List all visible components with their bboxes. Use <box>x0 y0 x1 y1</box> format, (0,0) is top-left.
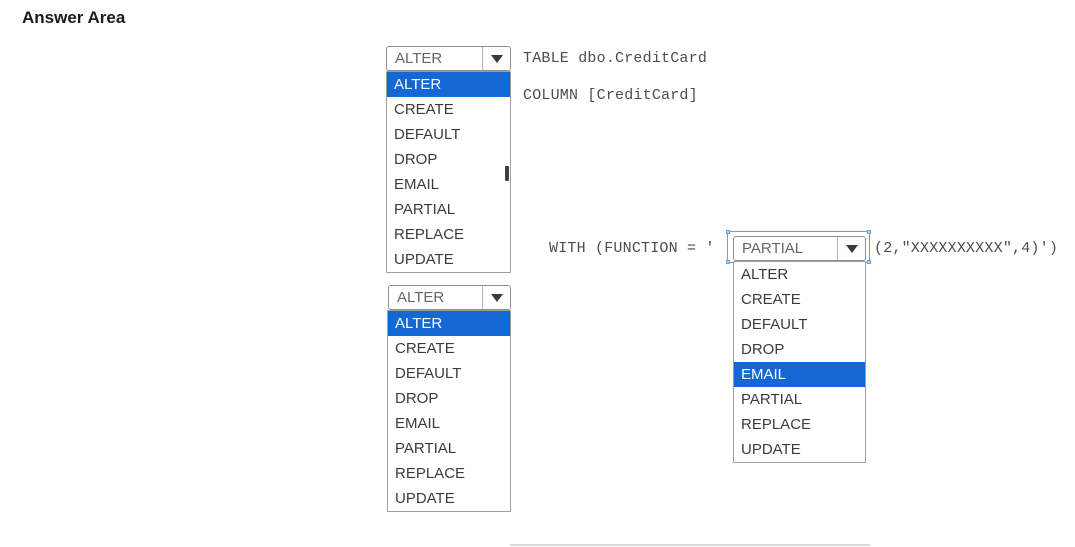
statement-dropdown-list: ALTER CREATE DEFAULT DROP EMAIL PARTIAL REPLAC… <box>386 71 511 273</box>
dropdown-option-default[interactable]: DEFAULT <box>395 365 462 382</box>
focus-handle <box>867 230 871 234</box>
dropdown-option-alter[interactable]: ALTER <box>387 72 510 97</box>
dropdown-option-email[interactable]: EMAIL <box>734 362 865 387</box>
page-title: Answer Area <box>22 8 126 27</box>
code-table-line: TABLE dbo.CreditCard <box>523 50 708 67</box>
focus-handle <box>867 260 871 264</box>
second-keyword-dropdown-list: ALTER CREATE DEFAULT DROP EMAIL PARTIAL REPLAC… <box>387 310 511 512</box>
statement-dropdown-arrow-button[interactable] <box>482 47 510 70</box>
dropdown-option-replace[interactable]: REPLACE <box>395 465 466 482</box>
dropdown-option-update[interactable]: UPDATE <box>395 490 455 507</box>
code-with-clause: WITH (FUNCTION = ' <box>549 240 715 257</box>
function-dropdown-arrow-button[interactable] <box>837 237 865 260</box>
dropdown-option-drop[interactable]: DROP <box>741 341 785 358</box>
code-column-line: COLUMN [CreditCard] <box>523 87 698 104</box>
dropdown-option-create[interactable]: CREATE <box>395 340 455 357</box>
second-keyword-dropdown-value: ALTER <box>397 289 445 306</box>
dropdown-option-create[interactable]: CREATE <box>741 291 801 308</box>
dropdown-option-default[interactable]: DEFAULT <box>741 316 808 333</box>
focus-handle <box>726 230 730 234</box>
statement-dropdown-value: ALTER <box>395 50 443 67</box>
dropdown-option-partial[interactable]: PARTIAL <box>394 201 456 218</box>
dropdown-option-email[interactable]: EMAIL <box>394 176 440 193</box>
dropdown-option-replace[interactable]: REPLACE <box>741 416 812 433</box>
dropdown-option-update[interactable]: UPDATE <box>394 251 454 268</box>
dropdown-option-partial[interactable]: PARTIAL <box>741 391 803 408</box>
dropdown-option-drop[interactable]: DROP <box>395 390 439 407</box>
second-keyword-dropdown[interactable]: ALTER <box>388 285 511 310</box>
stray-text-fragment <box>505 166 509 181</box>
chevron-down-icon <box>490 293 503 302</box>
dropdown-option-partial[interactable]: PARTIAL <box>395 440 457 457</box>
dropdown-option-drop[interactable]: DROP <box>394 151 438 168</box>
dropdown-option-email[interactable]: EMAIL <box>395 415 441 432</box>
chevron-down-icon <box>845 244 858 253</box>
dropdown-option-create[interactable]: CREATE <box>394 101 454 118</box>
statement-dropdown[interactable]: ALTER <box>386 46 511 71</box>
dropdown-option-alter[interactable]: ALTER <box>388 311 510 336</box>
chevron-down-icon <box>490 54 503 63</box>
function-dropdown[interactable]: PARTIAL <box>733 236 866 261</box>
focus-handle <box>726 260 730 264</box>
code-function-args: (2,"XXXXXXXXXX",4)') <box>874 240 1059 257</box>
function-dropdown-value: PARTIAL <box>742 240 804 257</box>
function-dropdown-list: ALTER CREATE DEFAULT DROP EMAIL PARTIAL REPLAC… <box>733 261 866 463</box>
dropdown-option-update[interactable]: UPDATE <box>741 441 801 458</box>
dropdown-option-replace[interactable]: REPLACE <box>394 226 465 243</box>
bottom-divider <box>510 544 870 546</box>
dropdown-option-default[interactable]: DEFAULT <box>394 126 461 143</box>
second-keyword-dropdown-arrow-button[interactable] <box>482 286 510 309</box>
dropdown-option-alter[interactable]: ALTER <box>741 266 789 283</box>
